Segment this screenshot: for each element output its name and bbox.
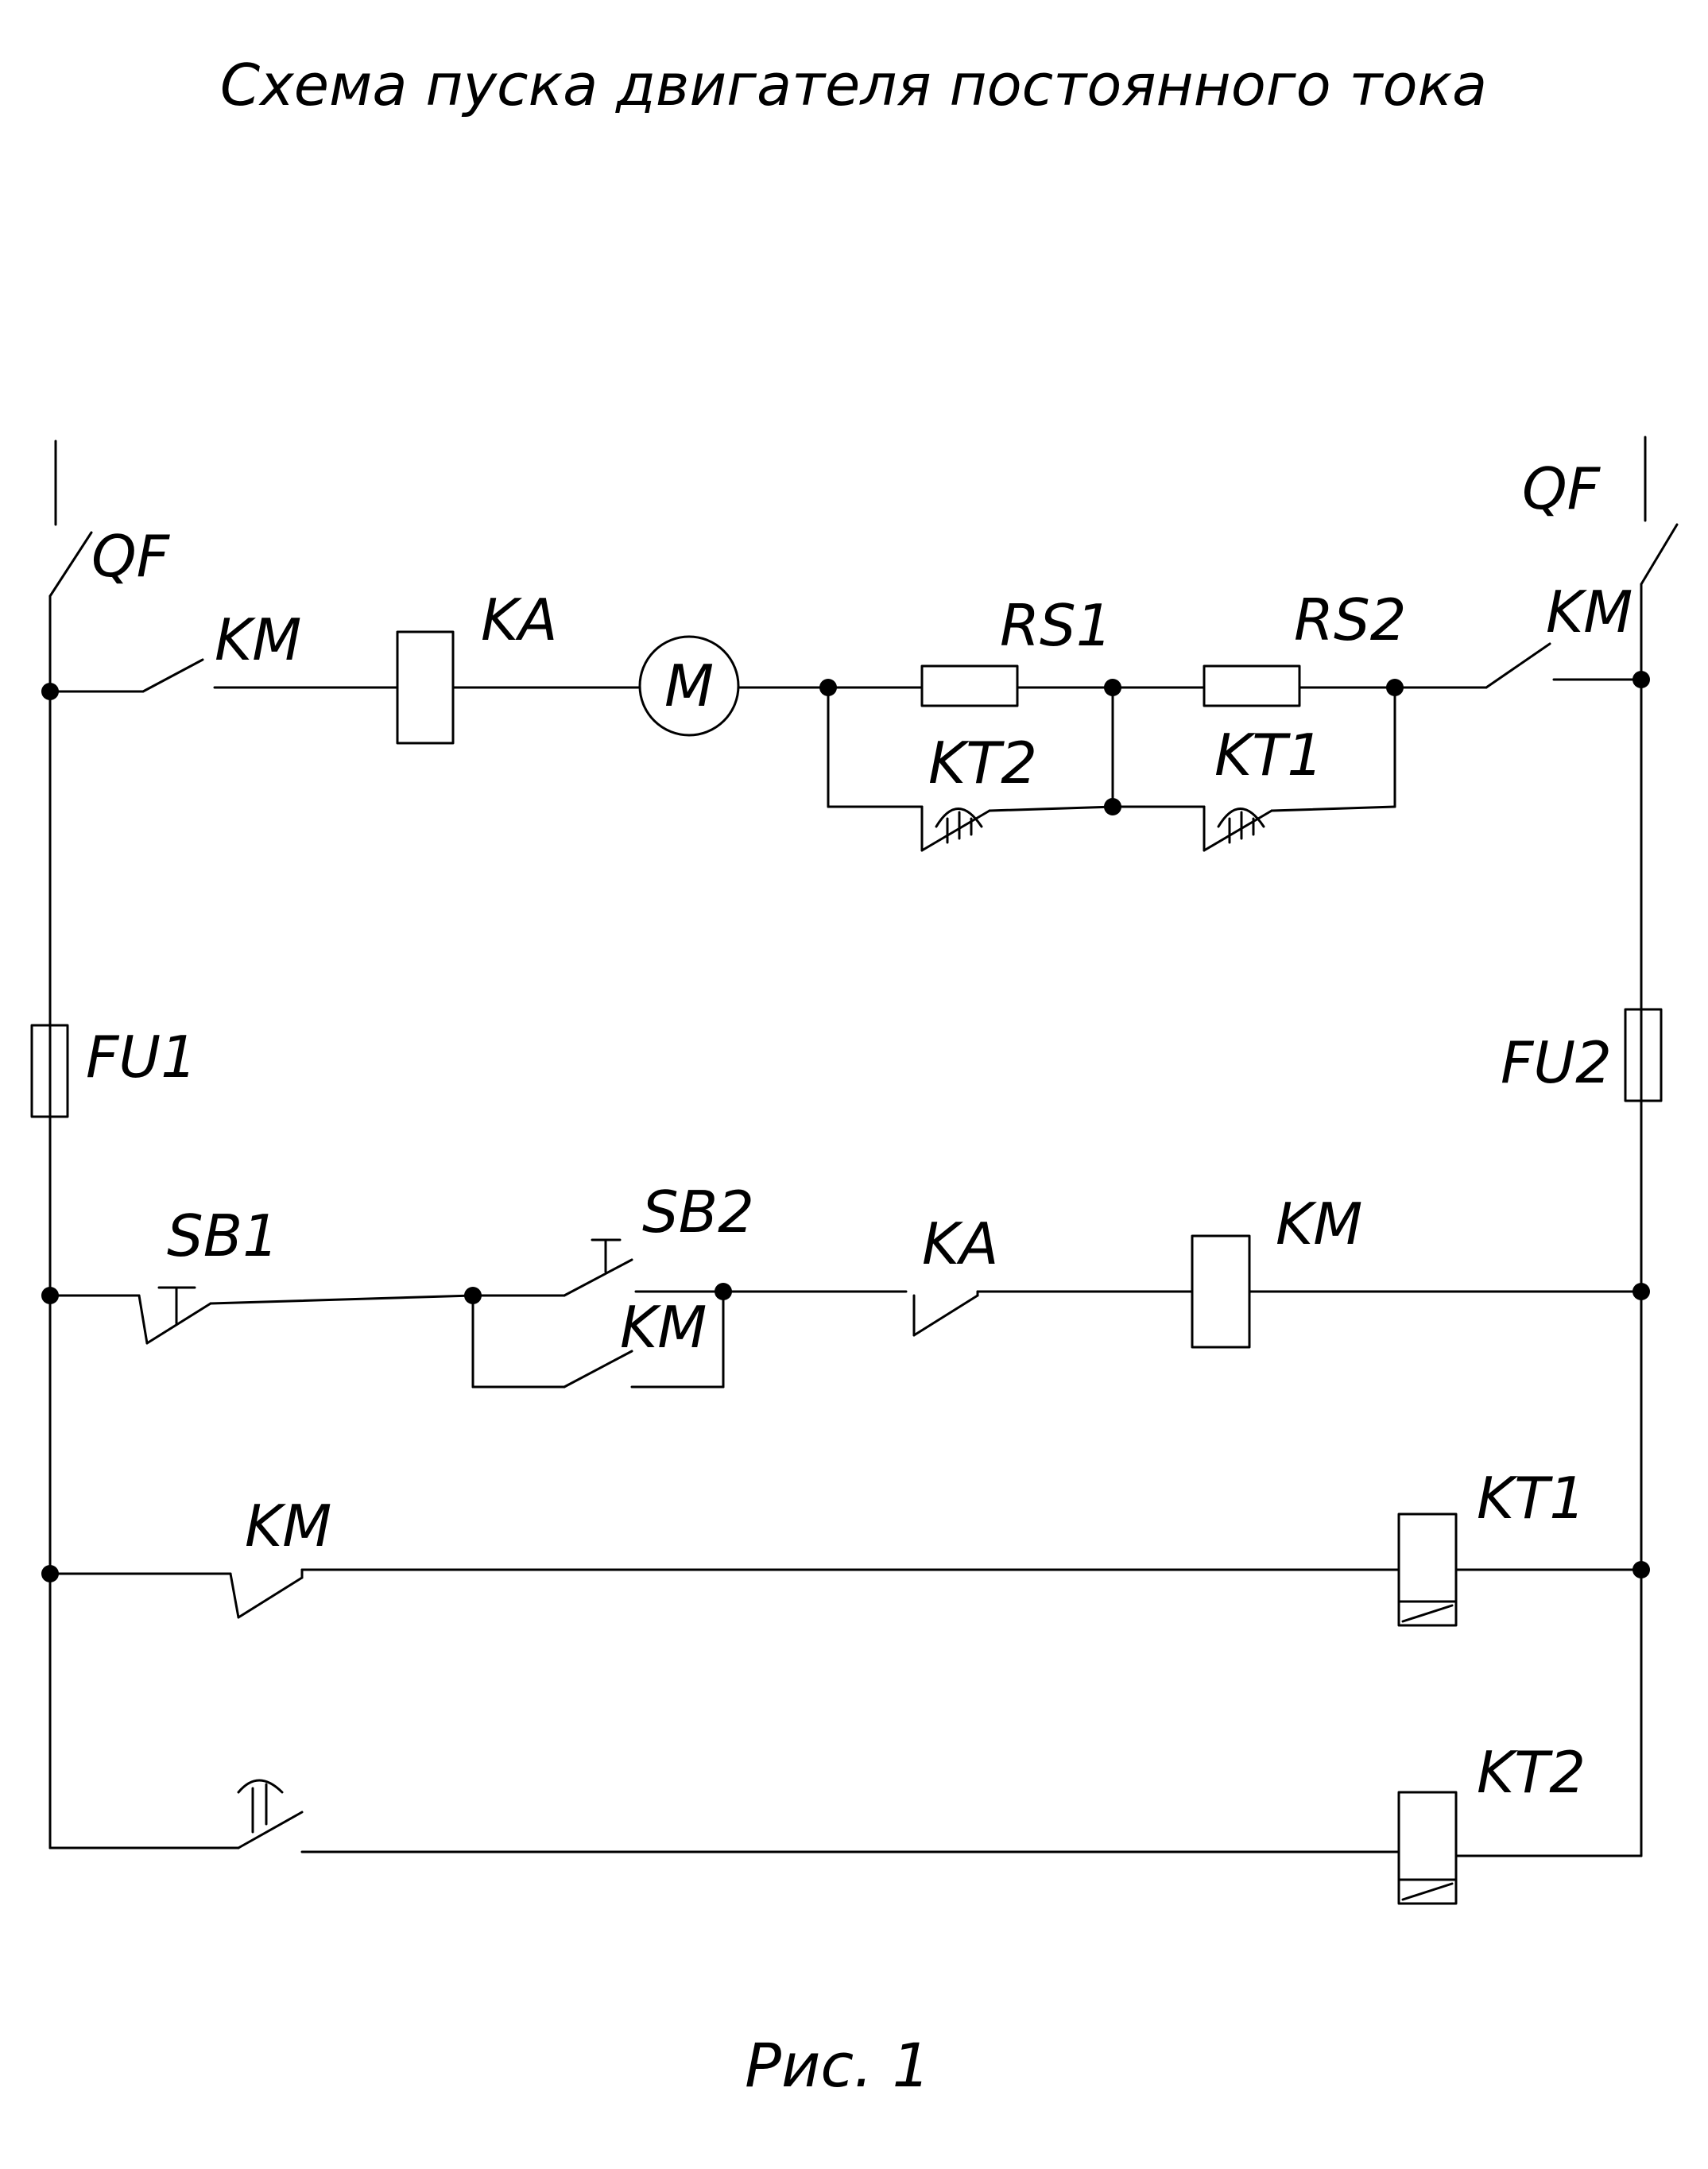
fu2-label: FU2 — [1501, 1029, 1612, 1096]
main-power-row — [48, 630, 1643, 852]
right-rail — [1640, 436, 1679, 1857]
km-top-right-label: KM — [1546, 579, 1632, 645]
ka-current-relay-coil — [396, 630, 455, 745]
km-top-left-label: KM — [215, 606, 301, 673]
ka-contact-label: KA — [922, 1210, 998, 1277]
rs1-resistor — [920, 664, 1019, 707]
fu2-fuse — [1624, 1008, 1663, 1102]
left-rail — [48, 440, 240, 1849]
kt1-coil-row — [48, 1512, 1643, 1627]
fu1-label: FU1 — [86, 1024, 197, 1090]
kt2-bypass-contact — [827, 686, 1114, 852]
kt1-relay-coil — [1397, 1512, 1458, 1627]
rs2-resistor — [1203, 664, 1301, 707]
qf-right-label: QF — [1522, 455, 1601, 522]
page-title: Схема пуска двигателя постоянного тока — [220, 52, 1487, 118]
kt2-contact-label: KT2 — [928, 730, 1037, 796]
kt2-relay-coil — [1397, 1791, 1458, 1905]
km-self-hold-label: KM — [620, 1294, 707, 1361]
rs1-label: RS1 — [1000, 592, 1113, 659]
km-contactor-coil — [1191, 1234, 1251, 1349]
junction-dots — [41, 671, 1650, 1582]
motor-label: M — [664, 653, 714, 719]
km-coil-label: KM — [1276, 1191, 1362, 1257]
qf-left-label: QF — [91, 523, 171, 590]
fu1-fuse — [30, 1024, 69, 1118]
kt1-bypass-contact — [1111, 686, 1396, 852]
kt2-coil-row — [237, 1779, 1643, 1905]
kt1-contact-label: KT1 — [1214, 722, 1323, 788]
control-row — [48, 1234, 1643, 1389]
km-contact-row4-label: KM — [245, 1493, 331, 1559]
sb2-label: SB2 — [642, 1179, 754, 1245]
kt2-coil-label: KT2 — [1477, 1739, 1586, 1806]
ka-top-label: KA — [481, 587, 557, 653]
motor-symbol — [638, 635, 740, 737]
rs2-label: RS2 — [1294, 587, 1407, 653]
figure-caption: Рис. 1 — [745, 2030, 931, 2101]
kt1-coil-label: KT1 — [1477, 1465, 1586, 1532]
sb1-label: SB1 — [167, 1203, 279, 1269]
